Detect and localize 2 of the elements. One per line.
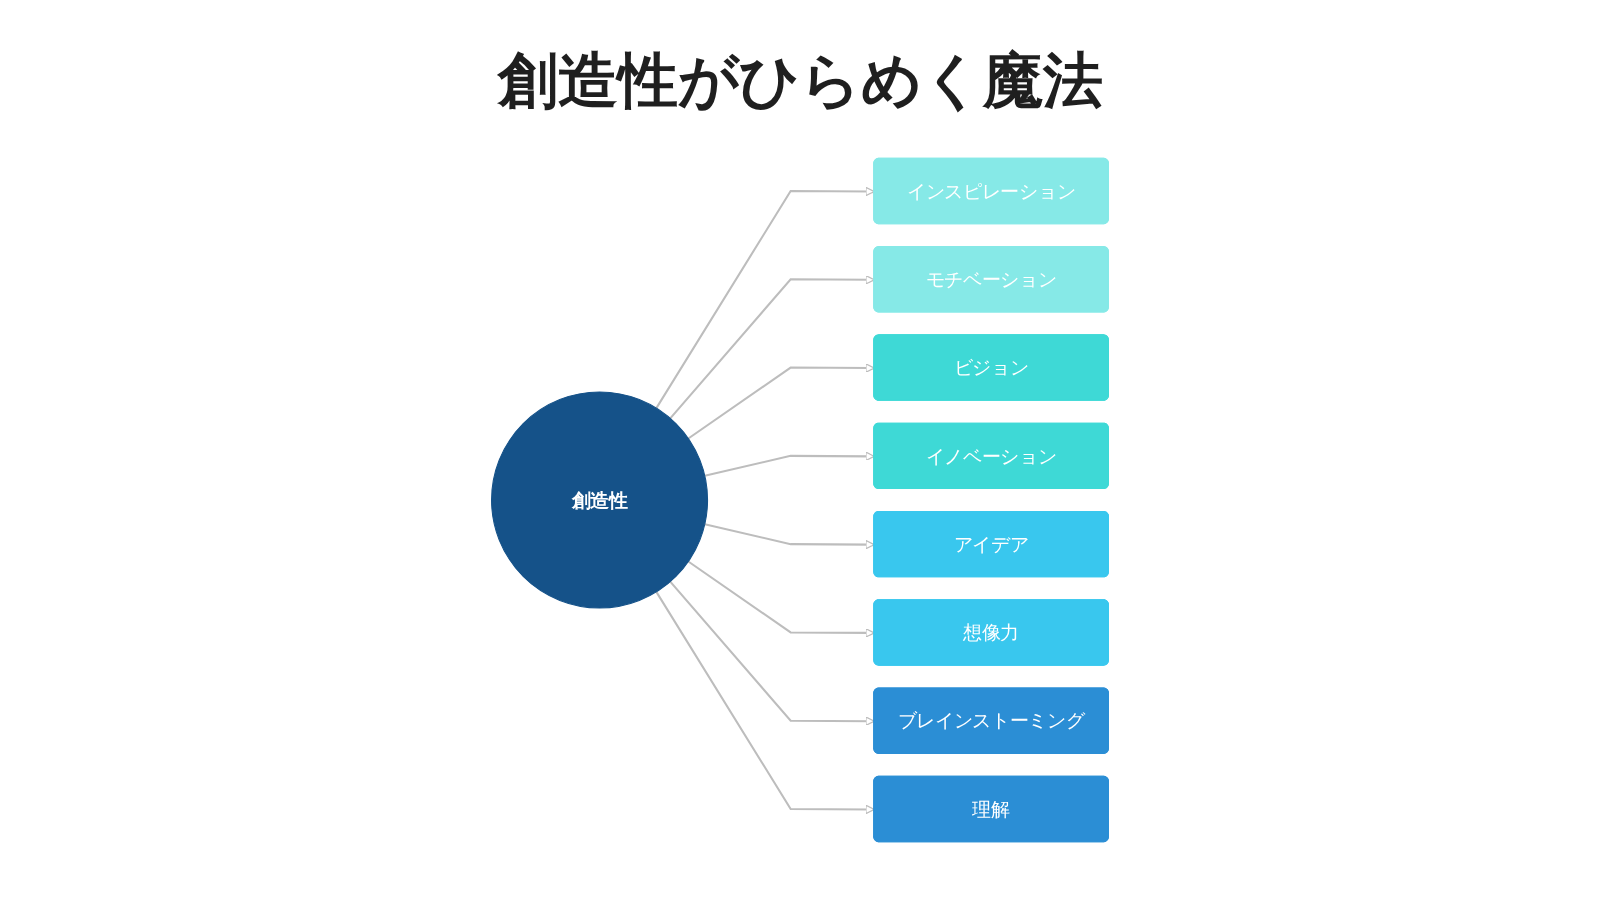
node-circle: 創造性 bbox=[491, 391, 709, 609]
title: 創造性がひらめく魔法 bbox=[496, 44, 1104, 117]
